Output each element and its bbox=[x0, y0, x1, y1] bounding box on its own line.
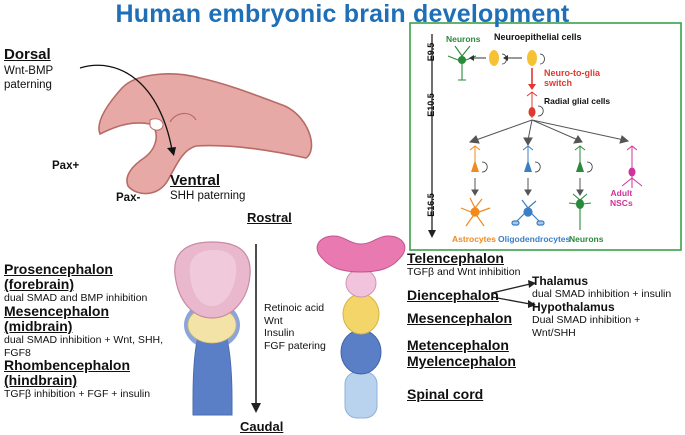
radial-glia-label: Radial glial cells bbox=[544, 96, 611, 106]
adult-nsc-label-1: Adult bbox=[610, 188, 633, 198]
progenitor-oligo bbox=[522, 145, 541, 173]
embryonic-brain-sagittal bbox=[98, 73, 313, 195]
dorsal-desc: Wnt-BMP paterning bbox=[4, 65, 53, 91]
factor-fgf: FGF patering bbox=[264, 339, 326, 352]
final-arrows bbox=[471, 178, 584, 196]
switch-label-1: Neuro-to-glia bbox=[544, 68, 600, 78]
stage-e9-5: E9.5 bbox=[426, 42, 436, 62]
pax-minus-label: Pax- bbox=[116, 192, 141, 204]
astrocyte-icon bbox=[460, 197, 491, 227]
region-name: Prosencephalon bbox=[4, 261, 113, 277]
neuroepithelial-label: Neuroepithelial cells bbox=[494, 32, 582, 42]
dorsal-ventral-arrow bbox=[79, 64, 173, 151]
thalamus-label: Thalamus bbox=[532, 274, 589, 288]
neuron-bottom-icon bbox=[568, 193, 592, 230]
factor-insulin: Insulin bbox=[264, 327, 295, 339]
switch-arrowhead bbox=[528, 84, 536, 90]
mesencephalon-label: Mesencephalon bbox=[407, 310, 513, 326]
region-prosencephalon: Prosencephalon (forebrain) dual SMAD and… bbox=[4, 262, 194, 305]
switch-label-2: switch bbox=[544, 78, 573, 88]
region-name: Rhombencephalon bbox=[4, 357, 131, 373]
hypothalamus-desc: Dual SMAD inhibition + Wnt/SHH bbox=[532, 314, 641, 339]
oligodendrocyte-icon bbox=[511, 199, 545, 226]
neurons-bottom-label: Neurons bbox=[569, 234, 604, 244]
hypothalamus-label: Hypothalamus bbox=[532, 300, 615, 314]
neurons-top-label: Neurons bbox=[446, 34, 481, 44]
region-name: Mesencephalon bbox=[4, 303, 110, 319]
arrow-to-hypothalamus bbox=[491, 296, 531, 305]
region-desc: dual SMAD inhibition + Wnt, SHH, bbox=[4, 334, 164, 346]
page-title: Human embryonic brain development bbox=[115, 0, 570, 28]
dorsal-label: Dorsal bbox=[4, 46, 51, 63]
progenitor-astro bbox=[469, 145, 488, 173]
ventral-label: Ventral bbox=[170, 172, 221, 189]
dorsal-ventral-arrowhead bbox=[167, 147, 176, 156]
brain-fold bbox=[169, 112, 197, 123]
thalamus-desc: dual SMAD inhibition + insulin bbox=[532, 288, 672, 300]
region-name-sub: (hindbrain) bbox=[4, 372, 78, 388]
region-desc-2: FGF8 bbox=[4, 346, 31, 359]
region-rhombencephalon: Rhombencephalon (hindbrain) TGFβ inhibit… bbox=[4, 358, 204, 401]
myelencephalon-label: Myelencephalon bbox=[407, 353, 516, 369]
factor-wnt: Wnt bbox=[264, 314, 283, 327]
region-name-sub: (forebrain) bbox=[4, 276, 74, 292]
stage-e16-5: E16.5 bbox=[426, 193, 436, 217]
neural-tube-right bbox=[316, 235, 406, 419]
brain-ventricle bbox=[149, 118, 164, 131]
self-renew-2 bbox=[539, 53, 545, 65]
timeline-arrowhead bbox=[428, 230, 436, 238]
arrow-ne-to-neuron-head bbox=[469, 55, 474, 61]
arrow-to-hypothalamus-head bbox=[528, 300, 536, 308]
region-mesencephalon: Mesencephalon (midbrain) dual SMAD inhib… bbox=[4, 304, 204, 359]
region-desc: dual SMAD and BMP inhibition bbox=[4, 292, 148, 304]
region-name-sub: (midbrain) bbox=[4, 318, 73, 334]
oligodendrocytes-label: Oligodendrocytes bbox=[498, 234, 571, 244]
caudal-label: Caudal bbox=[240, 419, 284, 434]
branch-arrows bbox=[468, 119, 630, 147]
arrow-ne-to-ne-head bbox=[503, 55, 508, 61]
region-desc: TGFβ inhibition + FGF + insulin bbox=[4, 388, 151, 400]
metencephalon-label: Metencephalon bbox=[407, 337, 509, 353]
pax-plus-label: Pax+ bbox=[52, 160, 80, 172]
astrocytes-label: Astrocytes bbox=[452, 234, 496, 244]
rostral-label: Rostral bbox=[247, 210, 292, 225]
rostral-caudal-axis-arrowhead bbox=[251, 403, 261, 413]
progenitor-neuron bbox=[574, 145, 593, 173]
arrow-to-thalamus-head bbox=[528, 280, 536, 288]
inset-box bbox=[409, 22, 682, 251]
factor-retinoic-acid: Retinoic acid bbox=[264, 302, 325, 314]
neuroepithelial-cell-1 bbox=[489, 50, 499, 66]
spinal-cord-label: Spinal cord bbox=[407, 386, 484, 402]
diencephalon-label: Diencephalon bbox=[407, 287, 499, 303]
axis-factors: Retinoic acid Wnt Insulin FGF patering bbox=[264, 302, 326, 352]
radial-glia-icon bbox=[526, 91, 544, 118]
stage-e10-5: E10.5 bbox=[426, 93, 436, 117]
neuroepithelial-cell-2 bbox=[527, 50, 537, 66]
adult-nsc-icon bbox=[621, 145, 643, 188]
adult-nsc-label: Adult NSCs bbox=[610, 188, 633, 208]
ventral-desc: SHH paterning bbox=[170, 190, 246, 202]
switch-label: Neuro-to-glia switch bbox=[544, 68, 600, 88]
telencephalon-desc: TGFβ and Wnt inhibition bbox=[407, 266, 521, 278]
neural-tube-left bbox=[174, 241, 251, 416]
adult-nsc-label-2: NSCs bbox=[610, 198, 633, 208]
arrow-to-thalamus bbox=[491, 283, 531, 294]
telencephalon-label: Telencephalon bbox=[407, 250, 504, 266]
neuron-top-icon bbox=[447, 45, 477, 81]
